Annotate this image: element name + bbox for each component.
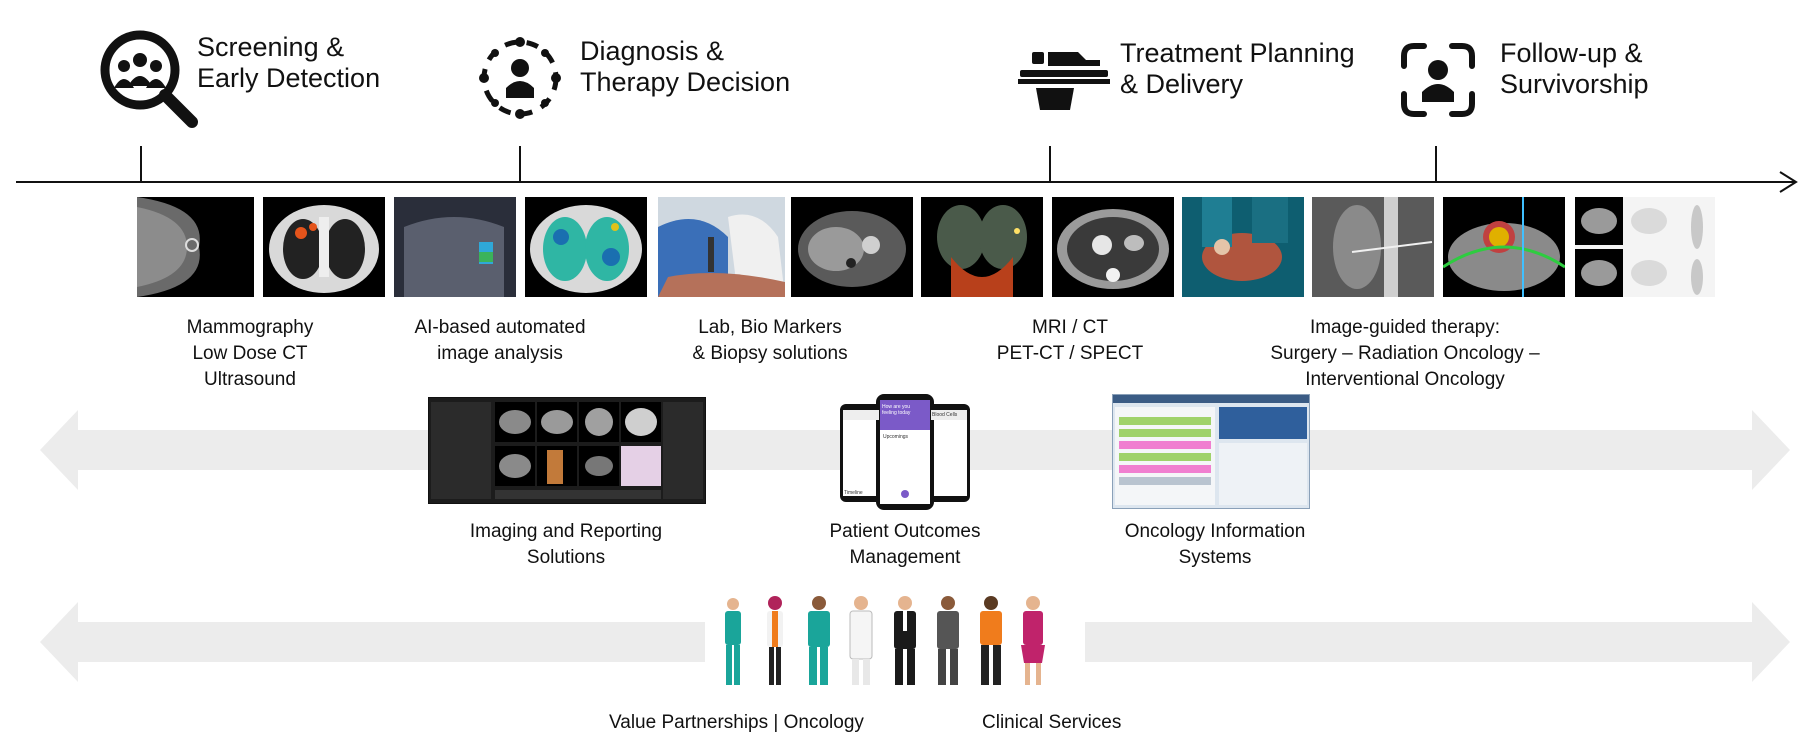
- timeline-tick-treatment: [1049, 146, 1051, 182]
- person-doctor-figure: [849, 596, 873, 685]
- ct-abdomen-image: [1052, 197, 1174, 297]
- person-consultant-figure: [1021, 596, 1045, 685]
- pet-followup-image: [1575, 197, 1715, 297]
- person-engineer-figure: [980, 596, 1002, 685]
- ai-lung-analysis-image: [525, 197, 647, 297]
- stage-title-diagnosis: Diagnosis & Therapy Decision: [580, 36, 791, 97]
- person-nurse-figure: [725, 598, 741, 685]
- timeline-tick-diagnosis: [519, 146, 521, 182]
- interventional-ct-image: [1312, 197, 1434, 297]
- value-partnerships-label: Value Partnerships | Oncology: [609, 712, 864, 733]
- stage-title-followup: Follow-up & Survivorship: [1500, 38, 1649, 99]
- lung-ct-image: [263, 197, 385, 297]
- timeline-tick-screening: [140, 146, 142, 182]
- ultrasound-image: [394, 197, 516, 297]
- person-circle-icon: [478, 36, 562, 120]
- phone-section: Upcomings: [883, 434, 909, 440]
- person-focus-icon: [1400, 42, 1476, 118]
- surgery-image: [1182, 197, 1304, 297]
- caption-ai-analysis: AI-based automated image analysis: [414, 317, 586, 364]
- solution-label-oncology-information: Oncology Information Systems: [1124, 521, 1306, 568]
- timeline-arrowhead: [1776, 170, 1800, 199]
- caption-mri-ct: MRI / CT PET-CT / SPECT: [996, 317, 1144, 364]
- imaging-reporting-screenshot: [428, 397, 706, 504]
- stage-title-treatment: Treatment Planning & Delivery: [1120, 38, 1355, 99]
- solution-label-patient-outcomes: Patient Outcomes Management: [829, 521, 981, 568]
- clinical-services-label: Clinical Services: [982, 712, 1122, 733]
- phone-greeting: How are you feeling today: [882, 404, 911, 416]
- phone-blood-cells: Blood Cells: [932, 412, 958, 418]
- person-manager-figure: [937, 596, 959, 685]
- mammography-image: [137, 197, 254, 297]
- patient-outcomes-phones: How are you feeling today Upcomings Bloo…: [838, 394, 972, 510]
- radiation-planning-image: [1443, 197, 1565, 297]
- mri-liver-image: [791, 197, 913, 297]
- lab-biopsy-image: [658, 197, 785, 297]
- timeline-axis: [16, 181, 1796, 183]
- treatment-table-icon: [1018, 48, 1112, 112]
- person-surgeon-figure: [808, 596, 830, 685]
- phone-timeline-tab: Timeline: [844, 490, 863, 496]
- stage-title-screening: Screening & Early Detection: [197, 32, 381, 93]
- person-executive-figure: [894, 596, 916, 685]
- pet-ct-image: [921, 197, 1043, 297]
- clinical-staff-group: [705, 594, 1085, 694]
- oncology-information-screenshot: [1112, 394, 1310, 509]
- person-specialist-figure: [767, 596, 783, 685]
- magnifier-people-icon: [98, 28, 200, 130]
- solution-label-imaging: Imaging and Reporting Solutions: [469, 521, 663, 568]
- timeline-tick-followup: [1435, 146, 1437, 182]
- caption-mammography: Mammography Low Dose CT Ultrasound: [186, 317, 314, 390]
- caption-lab-biopsy: Lab, Bio Markers & Biopsy solutions: [692, 317, 848, 364]
- caption-image-guided-therapy: Image-guided therapy: Surgery – Radiatio…: [1270, 317, 1540, 390]
